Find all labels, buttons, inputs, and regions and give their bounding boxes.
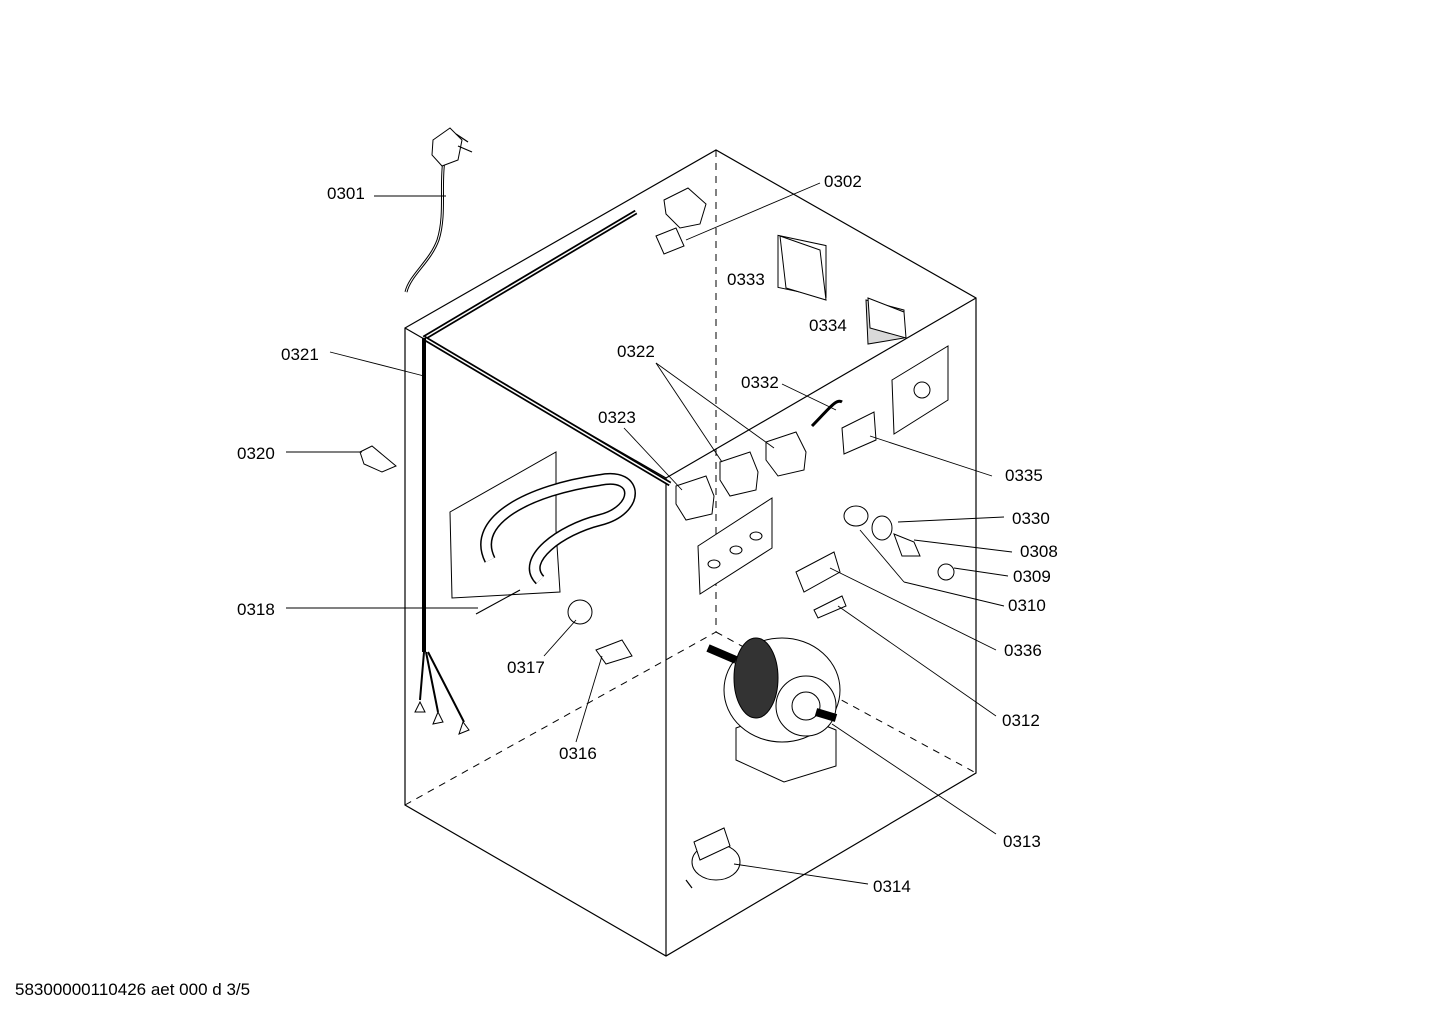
callout-0301: 0301: [327, 184, 365, 203]
callout-0321: 0321: [281, 345, 319, 364]
callout-0318: 0318: [237, 600, 275, 619]
callout-0320: 0320: [237, 444, 275, 463]
callout-0330: 0330: [1012, 509, 1050, 528]
callout-labels: 0301 0302 0333 0334 0321 0322 0332 0323 …: [237, 172, 1058, 896]
callout-0334: 0334: [809, 316, 847, 335]
callout-0322: 0322: [617, 342, 655, 361]
solenoid-valves: [675, 431, 807, 521]
wiring-harness: [414, 209, 672, 735]
callout-0310: 0310: [1008, 596, 1046, 615]
top-clips: [655, 187, 907, 345]
callout-0316: 0316: [559, 744, 597, 763]
callout-0312: 0312: [1002, 711, 1040, 730]
callout-0302: 0302: [824, 172, 862, 191]
small-parts-left: [359, 445, 633, 665]
front-plate: [697, 497, 773, 595]
callout-0333: 0333: [727, 270, 765, 289]
callout-0336: 0336: [1004, 641, 1042, 660]
callout-0314: 0314: [873, 877, 911, 896]
power-cord: [404, 127, 473, 293]
callout-0323: 0323: [598, 408, 636, 427]
leader-lines: [286, 182, 1013, 885]
mounting-plate: [810, 345, 949, 455]
callout-0308: 0308: [1020, 542, 1058, 561]
callout-0317: 0317: [507, 658, 545, 677]
drive-motor: [706, 637, 841, 783]
heating-element: [449, 451, 636, 615]
callout-0335: 0335: [1005, 466, 1043, 485]
pressure-parts: [795, 505, 955, 619]
callout-0332: 0332: [741, 373, 779, 392]
callout-0309: 0309: [1013, 567, 1051, 586]
bottom-switch: [685, 827, 741, 889]
callout-0313: 0313: [1003, 832, 1041, 851]
drawing-code: 58300000110426 aet 000 d 3/5: [15, 980, 251, 999]
